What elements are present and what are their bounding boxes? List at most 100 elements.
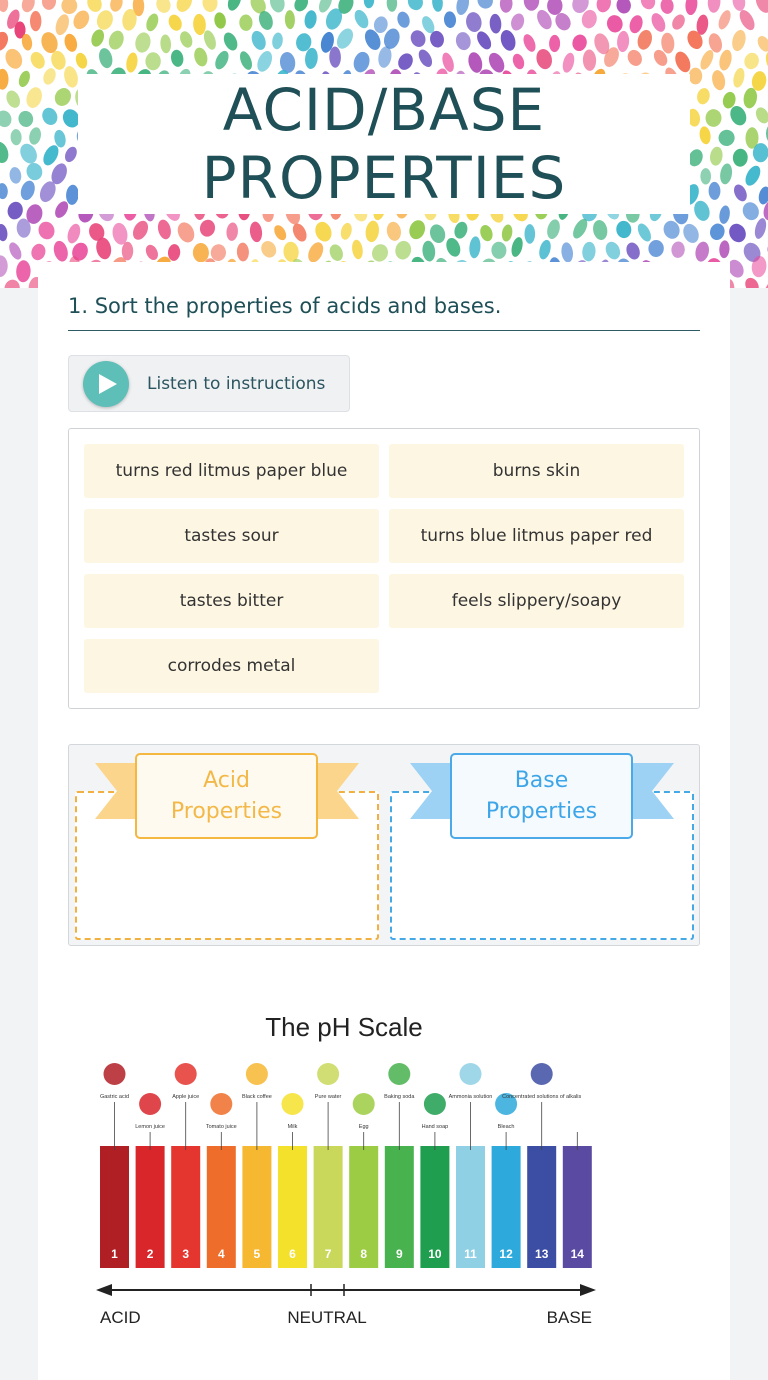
watercolor-dot (732, 0, 746, 11)
watercolor-dot (629, 15, 643, 34)
drag-chip[interactable]: feels slippery/soapy (389, 574, 684, 628)
watercolor-dot (193, 13, 206, 36)
ph-scale-title: The pH Scale (265, 1012, 423, 1042)
watercolor-dot (294, 0, 309, 12)
ph-number-10: 10 (428, 1247, 442, 1261)
watercolor-dot (167, 244, 181, 261)
watercolor-dot (547, 0, 563, 15)
watercolor-dot (719, 49, 732, 71)
watercolor-dot (0, 31, 9, 51)
watercolor-dot (386, 0, 398, 12)
watercolor-dot (261, 241, 277, 258)
watercolor-dot (157, 219, 171, 240)
answer-bank: turns red litmus paper blue burns skin t… (68, 428, 700, 709)
watercolor-dot (386, 221, 401, 241)
acid-axis-label: ACID (100, 1308, 141, 1327)
watercolor-dot (30, 10, 42, 32)
watercolor-dot (469, 236, 481, 259)
watercolor-dot (675, 51, 691, 73)
listen-button[interactable]: Listen to instructions (68, 355, 350, 412)
watercolor-dot (126, 52, 138, 73)
drag-chip[interactable]: tastes bitter (84, 574, 379, 628)
watercolor-dot (739, 10, 755, 31)
watercolor-dot (752, 143, 768, 163)
watercolor-dot (132, 220, 149, 240)
watercolor-dot (700, 49, 714, 70)
watercolor-dot (99, 48, 113, 69)
ph-example-label: Pure water (315, 1094, 342, 1100)
watercolor-dot (604, 47, 619, 67)
watercolor-dot (41, 32, 58, 54)
drag-chip[interactable]: turns blue litmus paper red (389, 509, 684, 563)
drag-chip[interactable]: turns red litmus paper blue (84, 444, 379, 498)
watercolor-dot (712, 70, 726, 91)
watercolor-dot (754, 218, 767, 239)
watercolor-dot (87, 0, 102, 12)
drag-chip[interactable]: burns skin (389, 444, 684, 498)
watercolor-dot (719, 205, 730, 224)
ph-example-label: Black coffee (242, 1094, 272, 1100)
watercolor-dot (732, 148, 748, 167)
watercolor-dot (708, 181, 721, 200)
watercolor-dot (249, 221, 263, 243)
ph-number-7: 7 (325, 1247, 332, 1261)
watercolor-dot (378, 46, 392, 68)
ph-example-icon (245, 1063, 268, 1085)
watercolor-dot (429, 224, 446, 244)
watercolor-dot (18, 70, 30, 88)
watercolor-dot (9, 242, 22, 260)
watercolor-dot (305, 47, 318, 69)
watercolor-dot (96, 10, 113, 30)
watercolor-dot (755, 107, 768, 124)
watercolor-dot (477, 0, 493, 9)
title-card: ACID/BASE PROPERTIES (78, 74, 690, 214)
watercolor-dot (733, 67, 745, 88)
watercolor-dot (38, 221, 55, 240)
ph-bar-1 (100, 1146, 129, 1268)
ph-example-label: Egg (359, 1124, 369, 1130)
watercolor-dot (491, 241, 507, 259)
watercolor-dot (171, 49, 184, 67)
watercolor-dot (500, 30, 516, 51)
base-axis-label: BASE (547, 1308, 592, 1327)
watercolor-dot (6, 90, 20, 108)
question-heading: 1. Sort the properties of acids and base… (68, 292, 700, 331)
drag-chip[interactable]: corrodes metal (84, 639, 379, 693)
watercolor-dot (0, 68, 9, 90)
watercolor-dot (468, 52, 483, 73)
ph-bar-3 (171, 1146, 201, 1268)
watercolor-dot (180, 31, 193, 48)
page-title: ACID/BASE PROPERTIES (202, 76, 567, 212)
watercolor-dot (593, 219, 608, 241)
watercolor-dot (121, 241, 134, 261)
watercolor-dot (29, 127, 41, 145)
ph-number-3: 3 (182, 1247, 189, 1261)
watercolor-dot (743, 87, 758, 109)
watercolor-dot (75, 52, 88, 69)
watercolor-dot (30, 51, 45, 69)
watercolor-dot (616, 220, 632, 239)
watercolor-dot (62, 109, 80, 128)
ph-number-5: 5 (254, 1247, 261, 1261)
ph-number-11: 11 (464, 1247, 477, 1261)
watercolor-dot (363, 0, 375, 9)
watercolor-dot (108, 30, 124, 50)
ph-bar-11 (456, 1146, 485, 1268)
watercolor-dot (338, 0, 354, 14)
watercolor-dot (73, 10, 90, 30)
ph-example-label: Apple juice (172, 1094, 199, 1100)
watercolor-dot (694, 200, 710, 221)
watercolor-dot (765, 51, 768, 73)
drag-chip[interactable]: tastes sour (84, 509, 379, 563)
acid-category-label: Acid Properties (135, 753, 318, 839)
watercolor-dot (707, 0, 721, 13)
watercolor-dot (354, 9, 369, 29)
watercolor-dot (194, 47, 208, 67)
ph-example-label: Baking soda (384, 1094, 415, 1100)
watercolor-dot (648, 240, 664, 257)
watercolor-dot (283, 241, 299, 262)
watercolor-dot (661, 32, 675, 54)
watercolor-dot (31, 243, 46, 261)
watercolor-dot (296, 33, 312, 52)
watercolor-dot (477, 31, 492, 50)
